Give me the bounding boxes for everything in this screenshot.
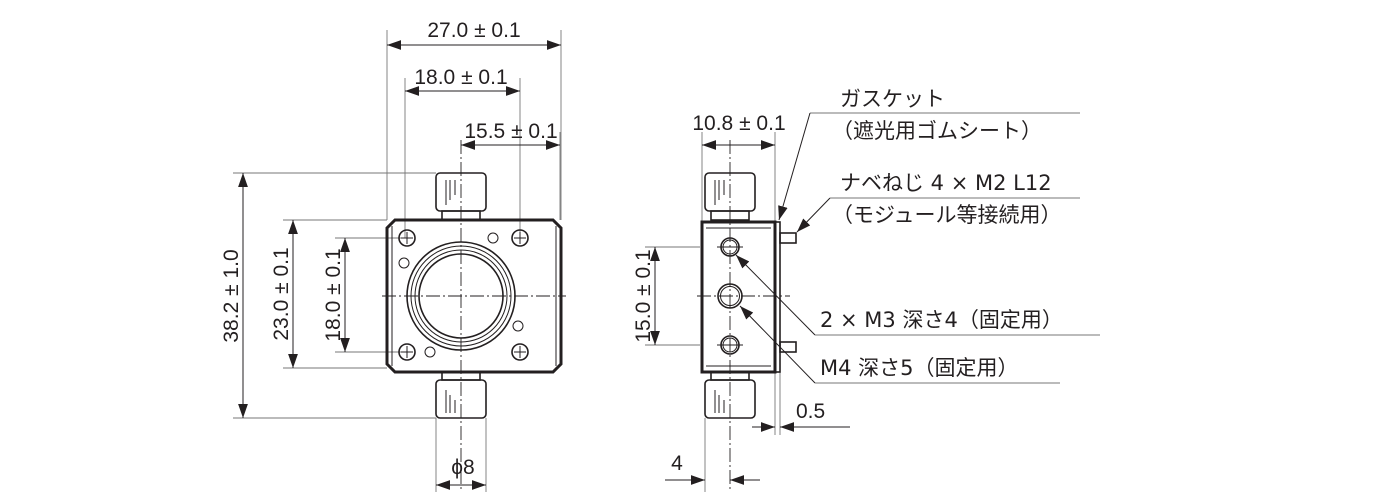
- gasket: [774, 221, 781, 373]
- dim-center-offset: 15.5 ± 0.1: [464, 120, 557, 143]
- dim-knob-diameter: ϕ8: [451, 456, 474, 479]
- m3-holes-label: 2 × M3 深さ4（固定用）: [820, 308, 1063, 332]
- screw-icon: [398, 229, 416, 247]
- gasket-title: ガスケット: [840, 87, 945, 111]
- extension-lines: [645, 132, 781, 492]
- dim-gasket: 0.5: [796, 400, 825, 423]
- callouts: ガスケット （遮光用ゴムシート） ナベねじ 4 × M2 L12 （モジュール等…: [735, 87, 1100, 384]
- screw-icon: [511, 229, 529, 247]
- gasket-note: （遮光用ゴムシート）: [832, 119, 1042, 143]
- mounting-screws: [398, 229, 529, 361]
- dim-hole-pitch: 15.0 ± 0.1: [632, 249, 655, 342]
- screw-title: ナベねじ 4 × M2 L12: [840, 171, 1052, 195]
- dim-knob-offset: 4: [671, 452, 683, 475]
- m4-hole-label: M4 深さ5（固定用）: [820, 356, 1019, 380]
- screw-icon: [398, 343, 416, 361]
- dim-depth: 10.8 ± 0.1: [692, 112, 785, 135]
- dim-hole-pitch-v: 18.0 ± 0.1: [322, 248, 345, 341]
- dim-width-overall: 27.0 ± 0.1: [427, 19, 520, 42]
- extension-lines: [233, 30, 562, 492]
- front-view: 27.0 ± 0.1 18.0 ± 0.1 15.5 ± 0.1 38.2 ± …: [220, 19, 566, 492]
- dim-body-height: 23.0 ± 0.1: [270, 247, 293, 340]
- dim-height-overall: 38.2 ± 1.0: [220, 249, 243, 342]
- small-holes: [398, 232, 524, 358]
- screw-note: （モジュール等接続用）: [832, 203, 1062, 227]
- screw-icon: [511, 343, 529, 361]
- connection-pins: [779, 232, 797, 353]
- module-body: [385, 218, 563, 374]
- side-view: 10.8 ± 0.1 15.0 ± 0.1 4 0.5: [632, 112, 850, 492]
- dim-hole-pitch-h: 18.0 ± 0.1: [414, 66, 507, 89]
